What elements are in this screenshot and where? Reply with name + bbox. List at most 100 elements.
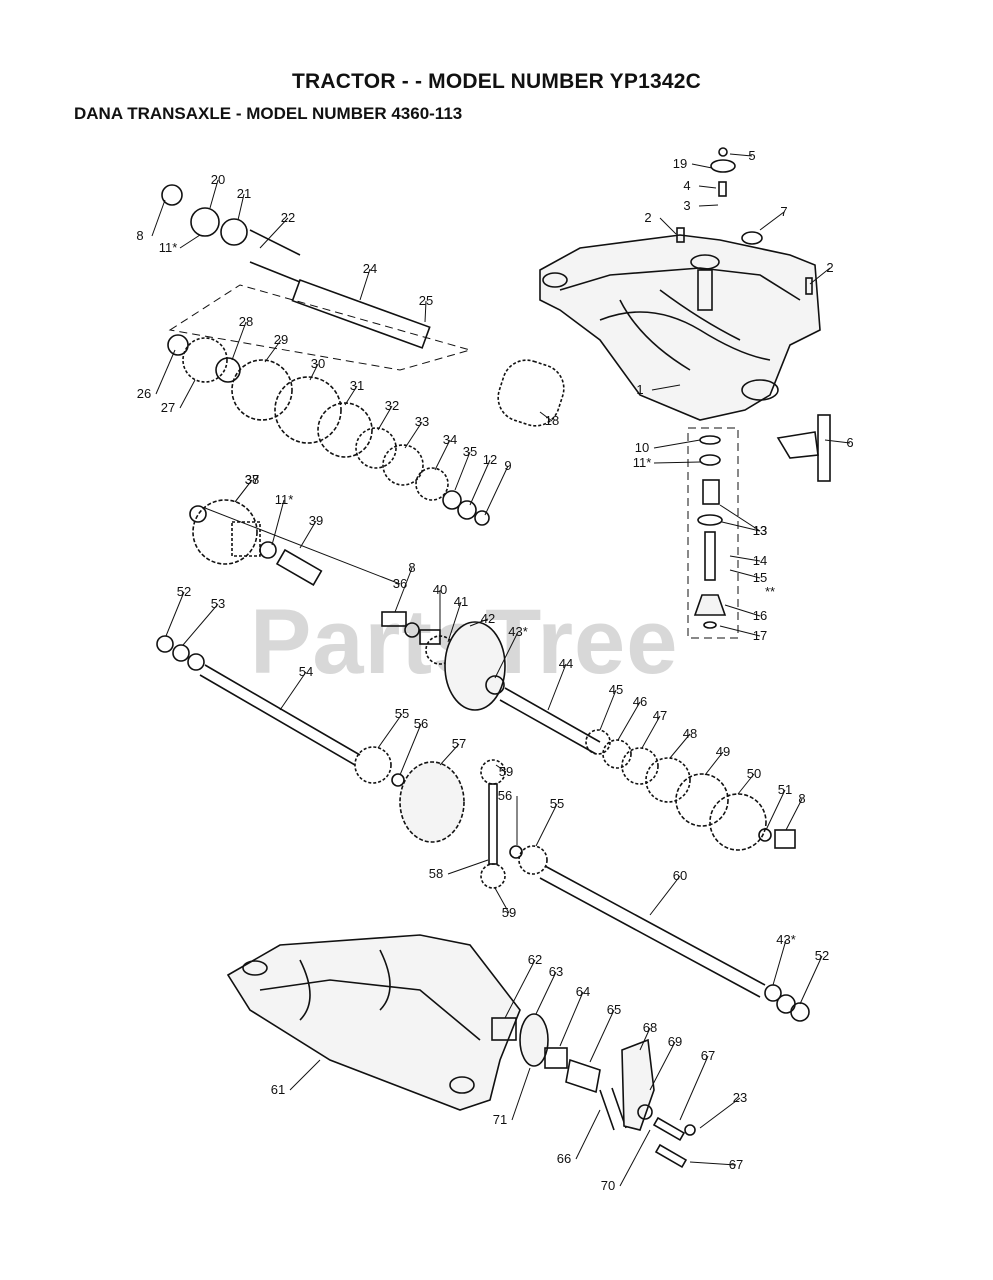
callout-label: 4 xyxy=(683,178,690,193)
callout-leader xyxy=(691,163,713,169)
callout-label: 71 xyxy=(493,1112,507,1127)
callout-leader xyxy=(155,349,176,395)
callout-label: 68 xyxy=(643,1020,657,1035)
callout-label: 54 xyxy=(299,664,313,679)
callout-leader xyxy=(359,268,371,301)
callout-label: 56 xyxy=(414,716,428,731)
callout-leader xyxy=(394,567,413,613)
callout-leader xyxy=(765,789,786,831)
callout-label: 57 xyxy=(452,736,466,751)
callout-label: 21 xyxy=(237,186,251,201)
callout-label: 15 xyxy=(753,570,767,585)
cluster-gear xyxy=(189,499,323,586)
callout-leader xyxy=(649,1041,676,1091)
callout-leader xyxy=(729,569,761,579)
callout-leader xyxy=(698,185,717,189)
callout-label: 64 xyxy=(576,984,590,999)
callout-label: 5 xyxy=(748,148,755,163)
callout-label: 59 xyxy=(502,905,516,920)
callout-leader xyxy=(589,1009,615,1063)
callout-leader xyxy=(237,193,245,221)
callout-label: 14 xyxy=(753,553,767,568)
callout-label: 70 xyxy=(601,1178,615,1193)
callout-label: 45 xyxy=(609,682,623,697)
callout-leader xyxy=(264,339,282,363)
callout-label: 37 xyxy=(245,472,259,487)
callout-label: 22 xyxy=(281,210,295,225)
callout-leader xyxy=(679,1055,709,1121)
callout-label: 28 xyxy=(239,314,253,329)
brake-shaft xyxy=(161,184,472,371)
callout-leader xyxy=(179,234,201,249)
callout-label: 30 xyxy=(311,356,325,371)
upper-housing xyxy=(539,231,821,421)
callout-label: 41 xyxy=(454,594,468,609)
lower-housing xyxy=(226,934,521,1111)
callout-label: 43* xyxy=(508,624,528,639)
callout-label: 46 xyxy=(633,694,647,709)
callout-leader xyxy=(494,631,519,679)
callout-leader xyxy=(151,199,166,237)
callout-label: 11* xyxy=(275,492,294,507)
callout-leader xyxy=(511,1067,531,1121)
callout-leader xyxy=(669,733,691,759)
callout-label: 36 xyxy=(393,576,407,591)
callout-label: 52 xyxy=(177,584,191,599)
callout-leader xyxy=(649,875,681,916)
callout-leader xyxy=(454,451,471,491)
callout-leader xyxy=(377,713,403,749)
callout-leader xyxy=(689,1161,737,1166)
callout-leader xyxy=(494,887,510,914)
callout-leader xyxy=(204,507,401,585)
callout-leader xyxy=(447,601,462,643)
callout-label: 2 xyxy=(826,260,833,275)
callout-leader xyxy=(653,439,701,449)
callout-label: 8 xyxy=(798,791,805,806)
callout-leader xyxy=(495,764,507,773)
callout-label: 44 xyxy=(559,656,573,671)
callout-label: 1 xyxy=(636,382,643,397)
callout-leader xyxy=(165,591,185,637)
callout-label: 8 xyxy=(408,560,415,575)
callout-leader xyxy=(424,300,427,323)
callout-leader xyxy=(772,939,787,986)
callout-leader xyxy=(299,520,317,549)
callout-leader xyxy=(719,625,761,637)
callout-leader xyxy=(721,521,761,532)
callout-label: 23 xyxy=(733,1090,747,1105)
callout-leader xyxy=(698,204,719,207)
callout-label: 12 xyxy=(483,452,497,467)
callout-label: 65 xyxy=(607,1002,621,1017)
callout-leader xyxy=(641,715,661,749)
callout-leader xyxy=(719,504,761,532)
callout-leader xyxy=(231,321,247,361)
callout-leader xyxy=(535,971,557,1015)
callout-label: 56 xyxy=(498,788,512,803)
callout-label: 35 xyxy=(463,444,477,459)
callout-leader xyxy=(289,1059,321,1091)
callout-label: 29 xyxy=(274,332,288,347)
differential xyxy=(399,759,548,889)
callout-label: 40 xyxy=(433,582,447,597)
callout-label: 62 xyxy=(528,952,542,967)
callout-label: 27 xyxy=(161,400,175,415)
callout-label: 31 xyxy=(350,378,364,393)
callout-label: 16 xyxy=(753,608,767,623)
callout-label: 66 xyxy=(557,1151,571,1166)
callout-leader xyxy=(659,217,677,235)
callout-leader xyxy=(504,959,536,1019)
gear-row-upper xyxy=(167,334,490,526)
callout-label: 20 xyxy=(211,172,225,187)
callout-leader xyxy=(724,604,761,617)
callout-label: 2 xyxy=(644,210,651,225)
callout-label: 10 xyxy=(635,440,649,455)
callout-leader xyxy=(809,267,831,285)
callout-leader xyxy=(447,859,489,875)
callout-label: 60 xyxy=(673,868,687,883)
callout-leader xyxy=(344,385,358,406)
callout-leader xyxy=(599,689,617,731)
callout-label: 63 xyxy=(549,964,563,979)
callout-label: 49 xyxy=(716,744,730,759)
callout-label: 39 xyxy=(309,513,323,528)
callout-label: 11* xyxy=(633,455,652,470)
